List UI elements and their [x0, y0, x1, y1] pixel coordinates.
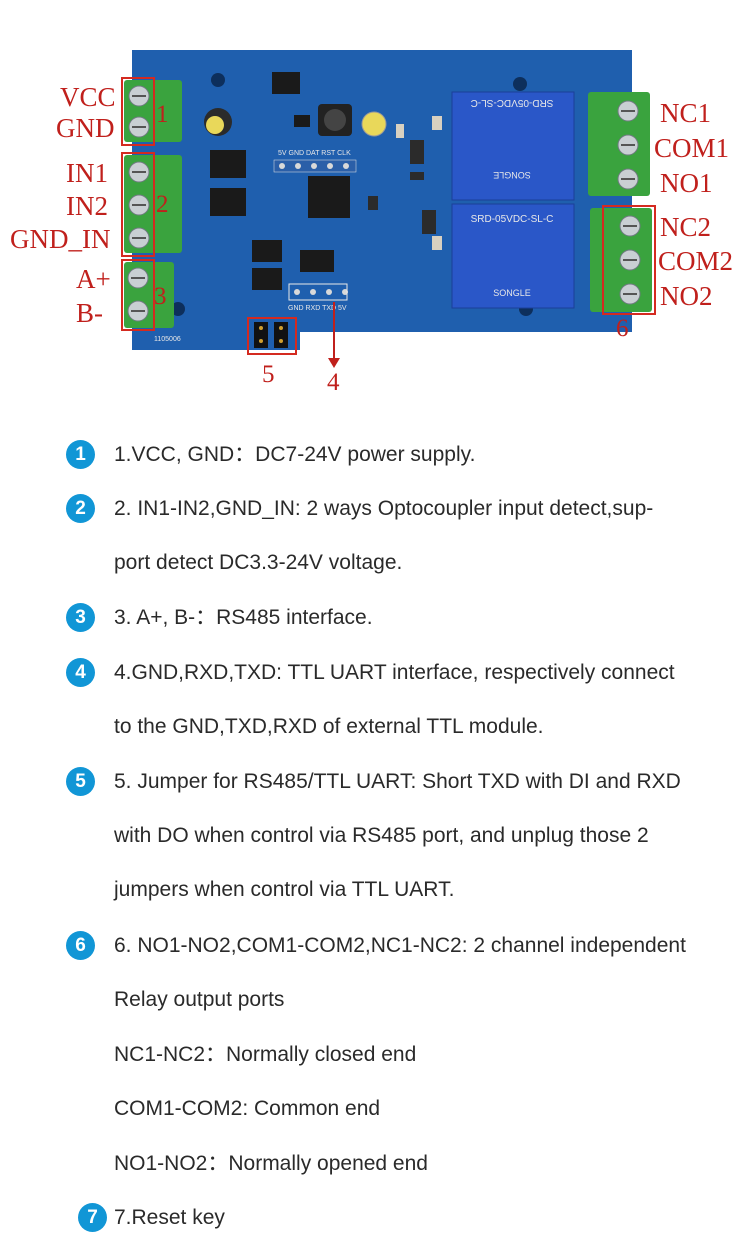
- label-gnd-in: GND_IN: [10, 224, 111, 254]
- mount-hole: [171, 302, 185, 316]
- label-com1: COM1: [654, 133, 730, 163]
- item-text: NO1-NO2：Normally opened end: [114, 1152, 428, 1175]
- list-item: 2 2. IN1-IN2,GND_IN: 2 ways Optocoupler …: [0, 494, 750, 574]
- label-b-minus: B-: [76, 298, 103, 328]
- callout-3: 3: [154, 283, 167, 310]
- label-no2: NO2: [660, 281, 713, 311]
- label-in2: IN2: [66, 191, 108, 221]
- optocoupler: [210, 150, 246, 178]
- list-item: 7 7.Reset key: [0, 1203, 750, 1243]
- terminal-block-relay-1: [588, 92, 650, 196]
- list-item: 6 6. NO1-NO2,COM1-COM2,NC1-NC2: 2 channe…: [0, 931, 750, 1175]
- item-text: 1.VCC, GND：DC7-24V power supply.: [114, 443, 476, 466]
- list-item: 5 5. Jumper for RS485/TTL UART: Short TX…: [0, 767, 750, 901]
- number-badge: 5: [66, 767, 95, 796]
- terminal-block-relay-2: [590, 208, 652, 312]
- header-top: [273, 159, 357, 173]
- callout-2: 2: [156, 191, 169, 218]
- item-text: NC1-NC2：Normally closed end: [114, 1043, 417, 1066]
- label-in1: IN1: [66, 158, 108, 188]
- number-badge: 3: [66, 603, 95, 632]
- rs485-chip: [300, 250, 334, 272]
- item-text: 5. Jumper for RS485/TTL UART: Short TXD …: [114, 770, 681, 793]
- number-badge: 4: [66, 658, 95, 687]
- callout-6: 6: [616, 315, 629, 342]
- callout-5: 5: [262, 361, 275, 388]
- item-text: with DO when control via RS485 port, and…: [114, 824, 649, 847]
- item-text: port detect DC3.3-24V voltage.: [114, 551, 403, 574]
- item-text: 2. IN1-IN2,GND_IN: 2 ways Optocoupler in…: [114, 497, 654, 520]
- item-text: 4.GND,RXD,TXD: TTL UART interface, respe…: [114, 661, 675, 684]
- item-text: Relay output ports: [114, 988, 285, 1011]
- label-no1: NO1: [660, 168, 713, 198]
- board-code: 1105006: [154, 336, 181, 343]
- item-text: 6. NO1-NO2,COM1-COM2,NC1-NC2: 2 channel …: [114, 934, 686, 957]
- label-com2: COM2: [658, 246, 734, 276]
- relay-1-model: SRD-05VDC-SL-C: [471, 97, 554, 108]
- mcu-chip: [308, 176, 350, 218]
- header-uart-silk: GND RXD TXD 5V: [288, 305, 347, 312]
- mount-hole: [513, 77, 527, 91]
- label-nc1: NC1: [660, 98, 712, 128]
- callout-4: 4: [327, 369, 340, 396]
- number-badge: 6: [66, 931, 95, 960]
- label-a-plus: A+: [76, 264, 111, 294]
- terminal-block-rs485: [124, 262, 174, 328]
- relay-2-model: SRD-05VDC-SL-C: [471, 214, 554, 225]
- callout-1: 1: [156, 101, 169, 128]
- mount-hole: [211, 73, 225, 87]
- pcb-illustration: 5V GND DAT RST CLK GND RXD TXD 5V 110500…: [121, 50, 656, 368]
- number-badge: 2: [66, 494, 95, 523]
- ic-chip: [272, 72, 300, 94]
- item-text: to the GND,TXD,RXD of external TTL modul…: [114, 715, 544, 738]
- list-item: 4 4.GND,RXD,TXD: TTL UART interface, res…: [0, 658, 750, 738]
- relay-1-brand: SONGLE: [493, 170, 531, 180]
- label-nc2: NC2: [660, 212, 712, 242]
- list-item: 3 3. A+, B-：RS485 interface.: [0, 603, 750, 643]
- capacitor: [361, 111, 387, 137]
- item-text: 7.Reset key: [114, 1206, 225, 1229]
- item-text: COM1-COM2: Common end: [114, 1097, 381, 1120]
- header-top-silk: 5V GND DAT RST CLK: [278, 150, 351, 157]
- ic-chip: [252, 240, 282, 262]
- optocoupler: [210, 188, 246, 216]
- number-badge: 7: [78, 1203, 107, 1232]
- relay-2: [451, 203, 575, 309]
- board-figure: 5V GND DAT RST CLK GND RXD TXD 5V 110500…: [0, 0, 750, 410]
- label-vcc: VCC: [60, 82, 116, 112]
- list-item: 1 1.VCC, GND：DC7-24V power supply.: [0, 440, 750, 480]
- ic-chip: [252, 268, 282, 290]
- number-badge: 1: [66, 440, 95, 469]
- item-text: 3. A+, B-：RS485 interface.: [114, 606, 373, 629]
- relay-1: [451, 91, 575, 201]
- label-gnd: GND: [56, 113, 115, 143]
- relay-2-brand: SONGLE: [493, 288, 531, 298]
- item-text: jumpers when control via TTL UART.: [114, 878, 455, 901]
- jumper-block: [247, 317, 297, 355]
